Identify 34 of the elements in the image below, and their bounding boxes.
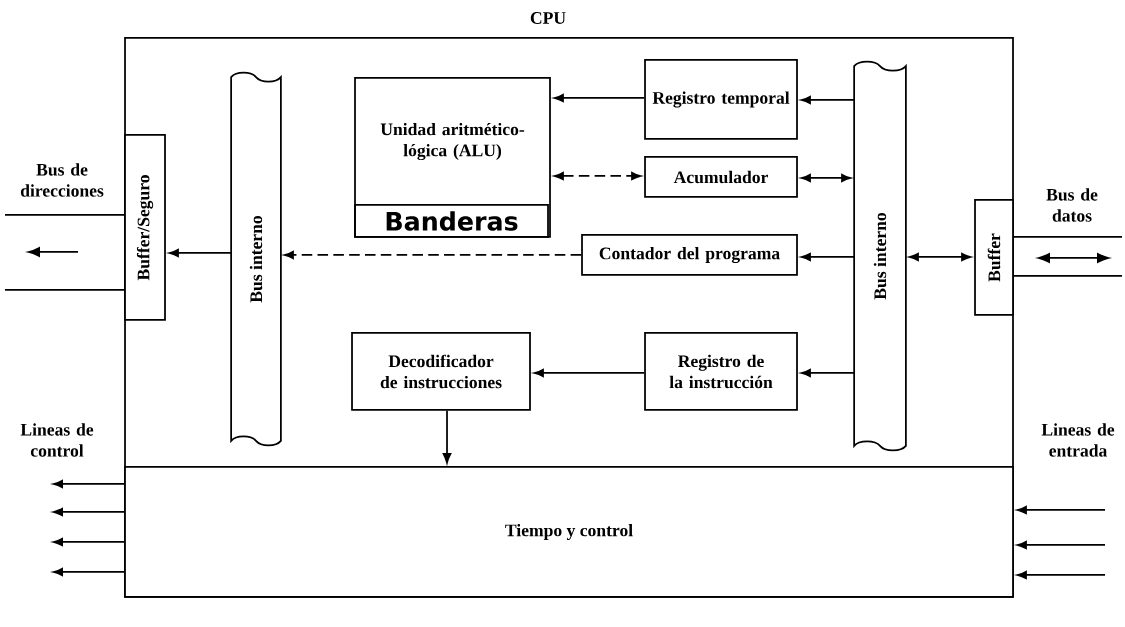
arrow (800, 368, 855, 378)
arrow (1016, 505, 1106, 515)
register-box: Registro de la instrucción (644, 332, 798, 411)
arrow (800, 95, 855, 105)
buffer-box: Buffer (974, 199, 1014, 316)
arrow (553, 93, 645, 103)
register-box: Contador del programa (581, 234, 798, 276)
bus-drawing: Bus interno (853, 60, 907, 452)
register-box: Acumulador (644, 156, 798, 198)
flags-box: Banderas (354, 204, 549, 238)
buffer-box: Buffer/Seguro (124, 134, 166, 321)
arrow (800, 252, 855, 262)
register-box: Registro temporal (644, 59, 798, 140)
box-heading: CPU (530, 12, 566, 24)
bus-label: Lineas de control (20, 423, 94, 457)
arrow (1016, 540, 1106, 550)
register-box: Decodificador de instrucciones (351, 332, 531, 411)
arrow (168, 248, 232, 258)
arrow (553, 171, 642, 181)
arrow (800, 173, 852, 183)
control-band: Tiempo y control (124, 466, 1014, 598)
arrow (52, 479, 125, 489)
bus-drawing: Bus interno (230, 71, 282, 447)
arrow (442, 410, 452, 464)
bus-label: Bus de datos (1046, 188, 1098, 222)
arrow (1016, 570, 1106, 580)
arrow (533, 368, 645, 378)
arrow (52, 567, 125, 577)
arrow (52, 537, 125, 547)
bus-label: Bus de direcciones (20, 163, 104, 197)
arrow (908, 252, 972, 262)
bus-label: Lineas de entrada (1041, 423, 1115, 457)
arrow (52, 507, 125, 517)
arrow (283, 250, 582, 260)
